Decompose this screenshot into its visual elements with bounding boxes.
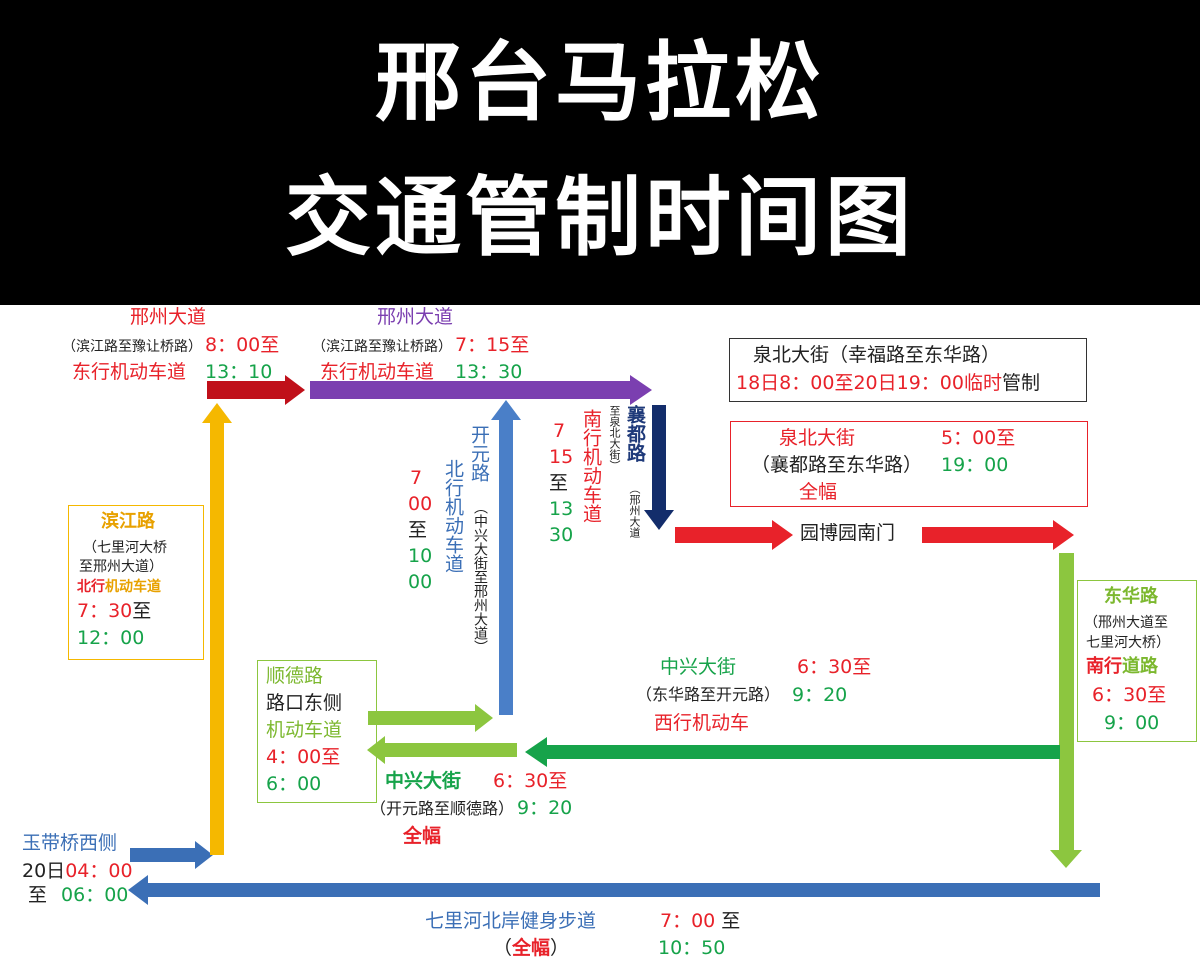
quanbei-scope: 全幅 <box>799 481 838 503</box>
shunde-box: 顺德路 路口东侧 机动车道 4：00至 6：00 <box>257 660 377 803</box>
quanbei-name: 泉北大街 <box>779 427 856 449</box>
shunde-name: 顺德路 <box>266 665 324 687</box>
xiangdu-t1: 7 <box>553 420 566 442</box>
donghua-arrow <box>1050 553 1082 868</box>
yuanboyuan-left-arrow <box>675 520 793 550</box>
quanbei-box: 泉北大街 5：00至 （襄都路至东华路） 19：00 全幅 <box>730 421 1088 507</box>
donghua-sub1: （邢州大道至 <box>1084 615 1168 631</box>
zhongxing2-from: 6：30至 <box>493 770 568 792</box>
kaiyuan-arrow <box>491 400 521 715</box>
donghua-lane: 南行道路 <box>1086 656 1158 677</box>
xiangdu-lane: 南行机动车道 <box>580 409 602 523</box>
xingzhou2-lane: 东行机动车道 <box>320 361 435 383</box>
title-line1: 邢台马拉松 <box>375 33 825 133</box>
title-line2: 交通管制时间图 <box>285 168 915 268</box>
xiangdu-t2: 15 <box>549 446 574 468</box>
shunde-to: 6：00 <box>266 773 322 795</box>
zhongxing1-name: 中兴大街 <box>660 656 737 678</box>
xingzhou2-arrow <box>310 375 652 405</box>
donghua-name: 东华路 <box>1104 586 1158 607</box>
kaiyuan-t2: 00 <box>408 493 433 515</box>
route-diagram: 邢州大道 （滨江路至豫让桥路） 8：00至 东行机动车道 13：10 邢州大道 … <box>0 305 1200 977</box>
binjiang-name: 滨江路 <box>101 511 155 532</box>
shunde-arrow <box>368 704 493 732</box>
quanbei-temp-line2: 18日8：00至20日19：00临时管制 <box>736 372 1041 394</box>
shunde-from: 4：00至 <box>266 746 341 768</box>
binjiang-from: 7：30至 <box>77 600 152 622</box>
qilihe-arrow <box>128 875 1100 905</box>
xingzhou2-name: 邢州大道 <box>377 306 454 328</box>
xingzhou1-lane: 东行机动车道 <box>72 361 187 383</box>
zhongxing2-to: 9：20 <box>517 797 573 819</box>
zhongxing2-scope: 全幅 <box>403 825 442 847</box>
xingzhou1-name: 邢州大道 <box>130 306 207 328</box>
xingzhou1-to: 13：10 <box>205 361 273 383</box>
arrows-layer <box>128 375 1100 905</box>
quanbei-to: 19：00 <box>941 454 1009 476</box>
binjiang-box: 滨江路 （七里河大桥 至邢州大道） 北行机动车道 7：30至 12：00 <box>68 505 204 660</box>
donghua-box: 东华路 （邢州大道至 七里河大桥） 南行道路 6：30至 9：00 <box>1077 580 1197 742</box>
quanbei-temp-box: 泉北大街（幸福路至东华路） 18日8：00至20日19：00临时管制 <box>729 338 1087 402</box>
binjiang-sub1: （七里河大桥 <box>83 540 167 556</box>
quanbei-temp-line1: 泉北大街（幸福路至东华路） <box>753 344 1001 366</box>
kaiyuan-sub: （中兴大街至邢州大道） <box>472 500 488 654</box>
qilihe-scope: （全幅） <box>493 937 570 959</box>
xiangdu-arrow <box>644 405 674 530</box>
xingzhou2-to: 13：30 <box>455 361 523 383</box>
kaiyuan-t3: 至 <box>408 519 428 541</box>
zhongxing1-sub: （东华路至开元路） <box>636 685 781 704</box>
xingzhou1-from: 8：00至 <box>205 334 280 356</box>
qilihe-name: 七里河北岸健身步道 <box>425 910 597 932</box>
title-banner: 邢台马拉松 交通管制时间图 <box>0 0 1200 305</box>
shunde-line2: 路口东侧 <box>266 692 343 714</box>
kaiyuan-lane: 北行机动车道 <box>442 459 464 573</box>
donghua-to: 9：00 <box>1104 712 1160 734</box>
binjiang-lane: 北行机动车道 <box>77 579 161 595</box>
binjiang-sub2: 至邢州大道） <box>79 559 163 575</box>
yuanboyuan-right-arrow <box>922 520 1074 550</box>
xiangdu-sub: （邢州大道 <box>628 483 641 538</box>
zhongxing1-to: 9：20 <box>792 684 848 706</box>
xingzhou2-from: 7：15至 <box>455 334 530 356</box>
shunde-lane: 机动车道 <box>266 719 343 741</box>
zhongxing1-arrow <box>525 737 1060 767</box>
zhongxing1-from: 6：30至 <box>797 656 872 678</box>
yudai-name: 玉带桥西侧 <box>22 832 118 854</box>
kaiyuan-t1: 7 <box>410 467 423 489</box>
donghua-sub2: 七里河大桥） <box>1086 635 1170 651</box>
zhongxing2-name: 中兴大街 <box>385 770 462 792</box>
qilihe-to: 10：50 <box>658 937 726 959</box>
zhongxing1-lane: 西行机动车 <box>654 712 750 734</box>
zhongxing2-sub: （开元路至顺德路） <box>370 799 515 818</box>
yuanboyuan-label: 园博园南门 <box>800 522 896 544</box>
kaiyuan-t5: 00 <box>408 571 433 593</box>
kaiyuan-name: 开元路 <box>468 425 490 482</box>
xiangdu-sub2: 至泉北大街） <box>608 405 621 471</box>
xingzhou2-sub: （滨江路至豫让桥路） <box>312 339 452 355</box>
xingzhou1-arrow <box>207 375 305 405</box>
yudai-from: 20日04：00 <box>22 860 133 882</box>
quanbei-from: 5：00至 <box>941 427 1016 449</box>
xingzhou1-sub: （滨江路至豫让桥路） <box>62 339 202 355</box>
kaiyuan-t4: 10 <box>408 545 433 567</box>
donghua-from: 6：30至 <box>1092 684 1167 706</box>
xiangdu-t5: 30 <box>549 524 574 546</box>
zhongxing2-arrow <box>367 736 517 764</box>
xiangdu-t3: 至 <box>549 472 569 494</box>
xiangdu-name: 襄都路 <box>624 405 646 462</box>
yudai-arrow <box>130 841 213 869</box>
xiangdu-t4: 13 <box>549 498 574 520</box>
binjiang-arrow <box>202 403 232 855</box>
binjiang-to: 12：00 <box>77 627 145 649</box>
quanbei-sub: （襄都路至东华路） <box>751 454 923 476</box>
